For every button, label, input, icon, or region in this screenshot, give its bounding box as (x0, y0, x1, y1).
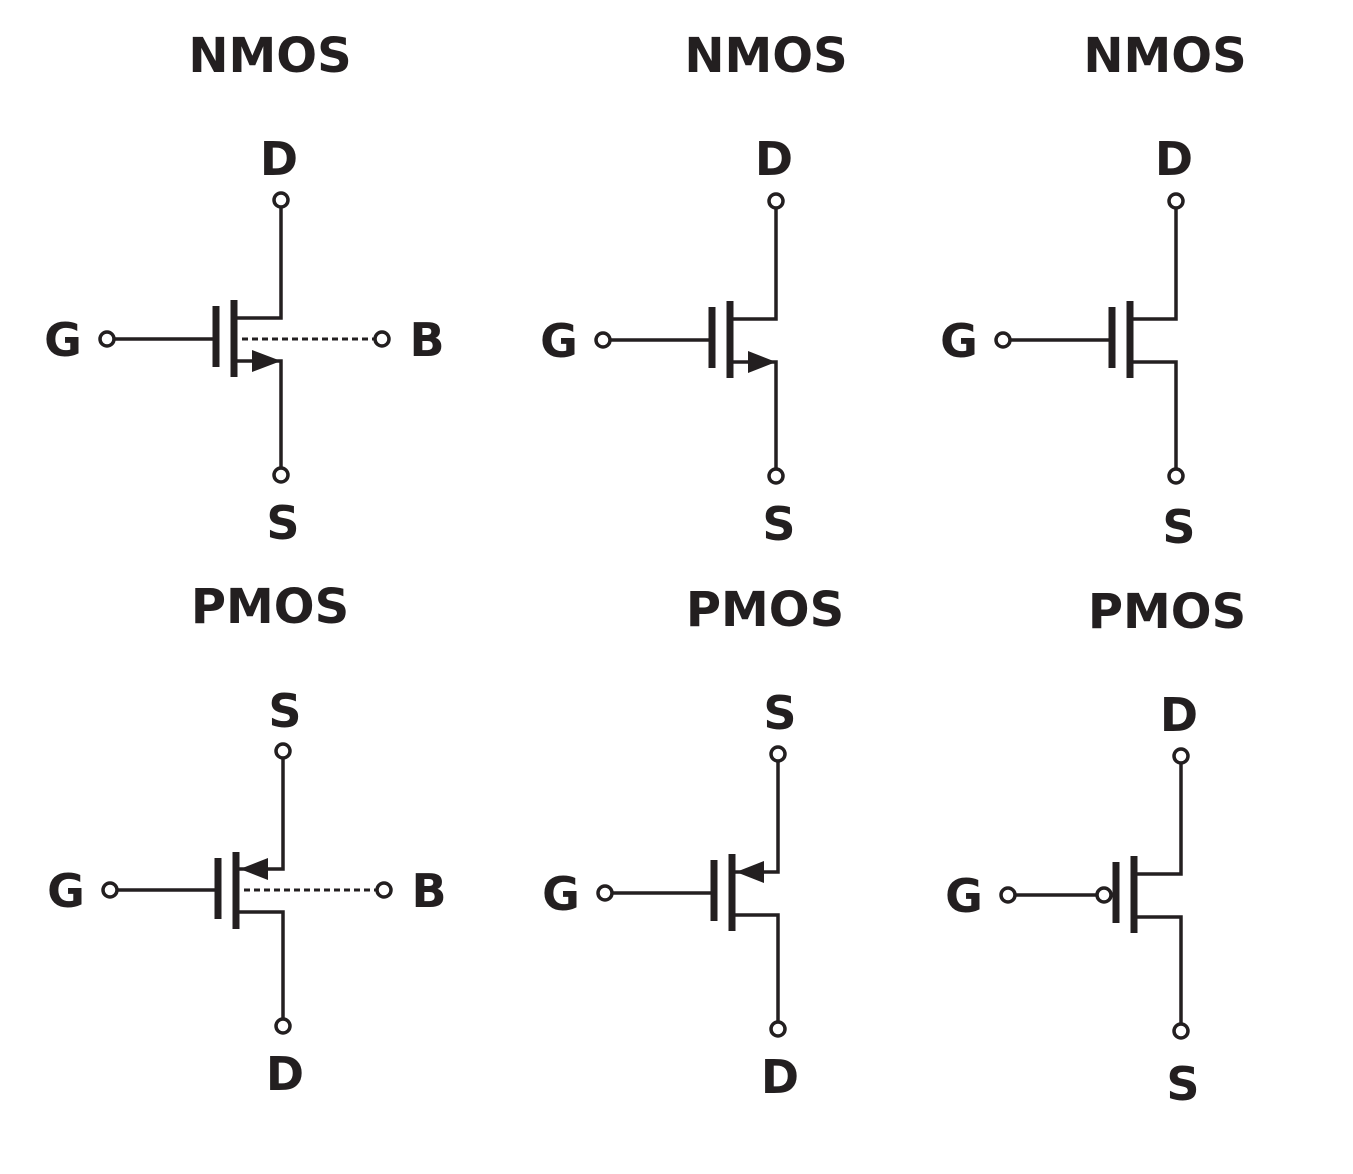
symbol-title: NMOS (188, 28, 351, 84)
gate-label: G (540, 314, 578, 368)
body-terminal (375, 881, 393, 899)
drain-terminal (272, 191, 290, 209)
symbol-title: NMOS (1083, 28, 1246, 84)
drain-terminal (1172, 747, 1190, 765)
source-lead (239, 758, 285, 871)
source-terminal (1167, 467, 1185, 485)
drain-lead (1133, 208, 1178, 321)
source-lead (237, 359, 283, 468)
symbol-title: PMOS (686, 582, 844, 638)
symbol-title: PMOS (191, 579, 349, 635)
symbol-pmos-gate-bubble: PMOS D S G (945, 584, 1246, 1111)
symbol-pmos-with-arrow: PMOS S D G (542, 582, 844, 1104)
source-lead (1137, 915, 1183, 1024)
channel-arrow (748, 351, 776, 373)
body-label: B (411, 864, 446, 918)
symbol-title: NMOS (684, 28, 847, 84)
source-terminal (272, 466, 290, 484)
channel-arrow (252, 350, 281, 372)
source-lead (735, 761, 780, 874)
gate-label: G (940, 314, 978, 368)
symbol-pmos-with-body: PMOS S D G B (47, 579, 446, 1101)
source-label: S (266, 496, 299, 550)
drain-terminal (769, 1020, 787, 1038)
drain-lead (237, 207, 283, 320)
gate-terminal (994, 331, 1012, 349)
drain-lead (239, 910, 285, 1019)
symbol-nmos-simple: NMOS D S G (940, 28, 1247, 554)
gate-terminal (594, 331, 612, 349)
gate-terminal (98, 330, 116, 348)
gate-label: G (47, 864, 85, 918)
source-lead (733, 360, 778, 469)
source-terminal (274, 742, 292, 760)
drain-label: D (260, 132, 298, 186)
channel-arrow (240, 858, 268, 880)
gate-bubble-icon (1095, 886, 1113, 904)
gate-label: G (945, 869, 983, 923)
drain-label: D (755, 132, 793, 186)
source-label: S (1162, 500, 1195, 554)
source-label: S (762, 497, 795, 551)
symbol-title: PMOS (1088, 584, 1246, 640)
drain-lead (735, 913, 780, 1022)
channel-arrow (736, 861, 764, 883)
symbol-nmos-with-arrow: NMOS D S G (540, 28, 848, 551)
drain-lead (733, 208, 778, 321)
drain-label: D (1155, 132, 1193, 186)
source-terminal (1172, 1022, 1190, 1040)
drain-terminal (1167, 192, 1185, 210)
source-lead (1133, 360, 1178, 469)
source-terminal (769, 745, 787, 763)
drain-terminal (767, 192, 785, 210)
drain-terminal (274, 1017, 292, 1035)
source-terminal (767, 467, 785, 485)
gate-terminal (999, 886, 1017, 904)
drain-label: D (761, 1050, 799, 1104)
gate-label: G (44, 313, 82, 367)
body-terminal (373, 330, 391, 348)
gate-label: G (542, 867, 580, 921)
source-label: S (268, 684, 301, 738)
drain-lead (1137, 763, 1183, 876)
source-label: S (763, 686, 796, 740)
source-label: S (1166, 1057, 1199, 1111)
gate-terminal (101, 881, 119, 899)
gate-terminal (596, 884, 614, 902)
drain-label: D (1160, 688, 1198, 742)
symbol-nmos-with-body: NMOS D S G B (44, 28, 444, 550)
body-label: B (409, 313, 444, 367)
drain-label: D (266, 1047, 304, 1101)
